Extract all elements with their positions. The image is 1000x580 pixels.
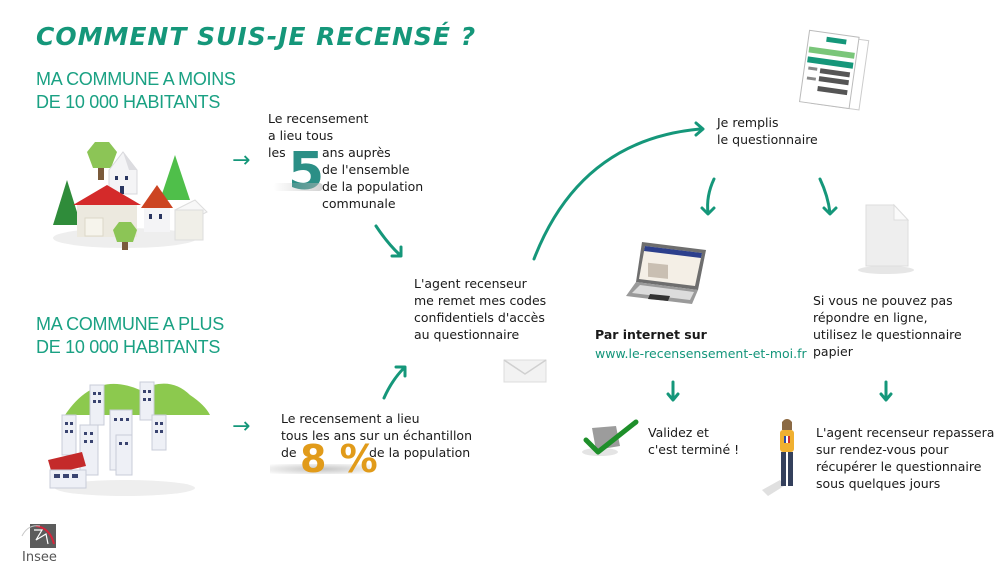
city-illustration [48, 381, 210, 496]
arrow-arc-icon [532, 127, 702, 261]
text-line: tous les ans sur un échantillon [281, 428, 472, 443]
tree-icon [87, 142, 117, 168]
text-line: récupérer le questionnaire [816, 459, 982, 474]
text-line: Validez et [648, 425, 709, 440]
questionnaire-document-icon [798, 29, 870, 111]
checkmark-icon [582, 419, 639, 456]
text-line: au questionnaire [414, 327, 520, 342]
large-commune-heading-line1: MA COMMUNE A PLUS [36, 314, 224, 334]
text-line: Si vous ne pouvez pas [813, 293, 953, 308]
village-illustration [53, 142, 208, 250]
text-line: sous quelques jours [816, 476, 941, 491]
page-title: COMMENT SUIS-JE RECENSÉ ? [36, 22, 477, 51]
tree-trunk [98, 160, 104, 180]
paper-option-text: Si vous ne pouvez pas répondre en ligne,… [813, 292, 962, 360]
text-line: sur rendez-vous pour [816, 442, 949, 457]
small-commune-heading-line1: MA COMMUNE A MOINS [36, 69, 236, 89]
small-commune-text: Le recensement a lieu tous les [268, 110, 368, 161]
text-line: a lieu tous [268, 128, 334, 143]
text-line: ans auprès [322, 145, 391, 160]
text-line: Le recensement [268, 111, 369, 126]
insee-logo: Insee [20, 522, 60, 566]
small-commune-heading: MA COMMUNE A MOINS DE 10 000 HABITANTS [36, 68, 236, 114]
pine-tree-icon [160, 155, 190, 200]
arrow-right-icon: → [232, 148, 251, 173]
large-commune-heading: MA COMMUNE A PLUS DE 10 000 HABITANTS [36, 313, 224, 359]
insee-logo-text: Insee [22, 550, 57, 565]
pine-tree-icon [53, 180, 81, 225]
census-agent-icon [762, 419, 794, 496]
house-icon [174, 209, 204, 241]
envelope-icon [503, 359, 547, 383]
agent-step-text: L'agent recenseur me remet mes codes con… [414, 275, 546, 343]
validate-text: Validez et c'est terminé ! [648, 424, 739, 458]
laptop-icon [626, 242, 706, 304]
small-commune-text-right: ans auprès de l'ensemble de la populatio… [322, 144, 423, 212]
large-commune-text: Le recensement a lieu tous les ans sur u… [281, 410, 472, 444]
text-line: répondre en ligne, [813, 310, 928, 325]
large-commune-text-pre: de [281, 445, 297, 460]
text-line: c'est terminé ! [648, 442, 740, 457]
fill-step-text: Je remplis le questionnaire [717, 114, 818, 148]
text-line: de l'ensemble [322, 162, 410, 177]
paper-sheet-icon [858, 203, 914, 274]
text-line: le questionnaire [717, 132, 818, 147]
insee-logo-mark [21, 524, 56, 548]
big-number-8-percent: 8 % [300, 437, 378, 481]
text-line: de la population [322, 179, 424, 194]
text-line: confidentiels d'accès [414, 310, 545, 325]
agent-return-text: L'agent recenseur repassera sur rendez-v… [816, 424, 994, 492]
text-line: Je remplis [717, 115, 779, 130]
red-roof [141, 185, 173, 208]
text-line: L'agent recenseur [414, 276, 527, 291]
arrow-up-right-icon [382, 366, 406, 400]
arrow-down-right-icon [374, 224, 402, 257]
internet-option-label: Par internet sur [595, 327, 707, 342]
large-commune-heading-line2: DE 10 000 HABITANTS [36, 337, 221, 357]
arrow-right-icon: → [232, 414, 251, 439]
text-line: utilisez le questionnaire [813, 327, 962, 342]
arrow-down-icon [818, 177, 832, 215]
house-icon [144, 208, 170, 232]
red-roof [48, 452, 86, 474]
text-line: L'agent recenseur repassera [816, 425, 995, 440]
text-line: les [268, 145, 286, 160]
number-shadow [270, 464, 370, 474]
census-website-link[interactable]: www.le-recensensement-et-moi.fr [595, 346, 807, 361]
large-commune-text-post: de la population [369, 445, 471, 460]
arrow-down-icon [706, 177, 716, 215]
text-line: papier [813, 344, 853, 359]
text-line: me remet mes codes [414, 293, 547, 308]
red-roof [73, 185, 141, 205]
text-line: communale [322, 196, 396, 211]
tree-icon [113, 222, 137, 242]
text-line: Le recensement a lieu [281, 411, 420, 426]
small-commune-heading-line2: DE 10 000 HABITANTS [36, 92, 221, 112]
number-shadow [273, 183, 323, 191]
